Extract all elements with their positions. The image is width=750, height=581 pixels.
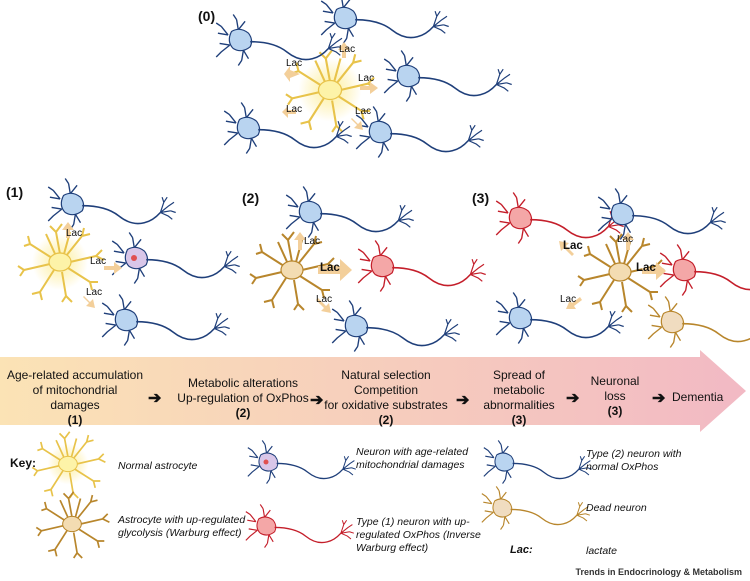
lac-label: Lac: [286, 58, 303, 69]
key-damaged-neuron-line-2: mitochondrial damages: [356, 459, 465, 471]
stage-3-line-3: for oxidative substrates: [324, 398, 448, 412]
stage-1-number: (1): [67, 413, 83, 427]
key-lactate-label: lactate: [586, 545, 617, 557]
panel-3-neuron-top: [597, 187, 727, 241]
lac-label: Lac: [316, 294, 333, 305]
stage-4-line-1: Spread of: [492, 368, 546, 382]
lac-label-bold: Lac: [320, 262, 340, 274]
stage-4: Spread of metabolic abnormalities (3): [474, 368, 564, 428]
key-type2-neuron-line-2: normal OxPhos: [586, 461, 659, 473]
journal-credit: Trends in Endocrinology & Metabolism: [575, 567, 742, 577]
panel-1-neuron-bottom: [101, 293, 231, 347]
panel-0-neuron-bottom-right: [355, 105, 485, 159]
arrow-icon: ➔: [456, 392, 470, 409]
key-normal-astrocyte-label: Normal astrocyte: [118, 460, 198, 472]
arrow-icon: ➔: [566, 390, 580, 407]
panel-0-neuron-right: [383, 49, 513, 103]
panel-2-neuron-bottom: [331, 299, 461, 353]
arrow-icon: ➔: [652, 390, 666, 407]
key-warburg-astrocyte-label: Astrocyte with up-regulated glycolysis (…: [118, 514, 245, 540]
stage-3-line-2: Competition: [353, 383, 419, 397]
stage-4-number: (3): [511, 413, 527, 427]
stage-6-line-1: Dementia: [672, 390, 724, 404]
panel-3-dead-neuron: [647, 295, 750, 349]
lac-label: Lac: [304, 236, 321, 247]
key-warburg-astrocyte-line-1: Astrocyte with up-regulated: [118, 514, 246, 526]
lac-label: Lac: [355, 106, 372, 117]
panel-0-lac-arrows: [282, 42, 378, 130]
key-type1-neuron-line-1: Type (1) neuron with up-: [356, 516, 470, 528]
stage-4-line-2: metabolic: [493, 383, 545, 397]
stage-2-line-1: Metabolic alterations: [187, 376, 299, 390]
stage-5-line-1: Neuronal: [590, 374, 640, 388]
arrow-icon: ➔: [148, 390, 162, 407]
key-warburg-astrocyte-icon: [35, 490, 111, 559]
lac-label: Lac: [560, 294, 577, 305]
key-type2-neuron-icon: [483, 439, 593, 485]
lac-label: Lac: [286, 104, 303, 115]
stage-1-line-3: damages: [50, 398, 100, 412]
panel-1-lac-arrows: [62, 222, 122, 308]
progression-arrow-band: [0, 350, 746, 432]
stage-2-number: (2): [235, 406, 251, 420]
stage-3-number: (2): [378, 413, 394, 427]
panel-label-1: (1): [6, 184, 24, 200]
stage-2-line-2: Up-regulation of OxPhos: [177, 391, 309, 405]
stage-5: Neuronal loss (3): [584, 374, 646, 419]
panel-1-astrocyte: [17, 223, 105, 303]
stage-5-number: (3): [607, 404, 623, 418]
stage-3-line-1: Natural selection: [341, 368, 431, 382]
panel-label-0: (0): [198, 8, 216, 24]
panel-3-lac-arrows: [559, 232, 666, 309]
stage-4-line-3: abnormalities: [483, 398, 555, 412]
lac-label: Lac: [339, 44, 356, 55]
key-title: Key:: [10, 456, 37, 470]
key-type2-neuron-line-1: Type (2) neuron with: [586, 448, 682, 460]
panel-0-neuron-top-right: [320, 0, 450, 45]
arrow-icon: ➔: [310, 392, 324, 409]
key-type2-neuron-label: Type (2) neuron with normal OxPhos: [586, 448, 682, 474]
panel-1-damage-dot: [131, 255, 137, 261]
panel-label-2: (2): [242, 190, 260, 206]
lac-label: Lac: [66, 228, 83, 239]
stage-3: Natural selection Competition for oxidat…: [322, 368, 450, 428]
key-dead-neuron-icon: [481, 485, 591, 531]
panel-2-neuron-top: [285, 185, 415, 239]
stage-1-line-1: Age-related accumulation: [6, 368, 144, 382]
panel-3-type1-neuron-right: [659, 243, 750, 297]
panel-label-3: (3): [472, 190, 490, 206]
panel-2-type1-neuron: [357, 239, 487, 293]
lac-label: Lac: [86, 287, 103, 298]
key-type1-neuron-icon: [245, 503, 355, 549]
key-type1-neuron-line-2: regulated OxPhos (Inverse: [356, 529, 481, 541]
key-warburg-astrocyte-line-2: glycolysis (Warburg effect): [118, 527, 242, 539]
lac-label: Lac: [90, 256, 107, 267]
key-damaged-neuron-line-1: Neuron with age-related: [356, 446, 469, 458]
lac-label-bold: Lac: [636, 262, 656, 274]
panel-2-lac-arrows: [294, 232, 352, 313]
stage-2: Metabolic alterations Up-regulation of O…: [166, 376, 320, 421]
panel-0-astrocyte: [284, 49, 378, 134]
lac-label: Lac: [358, 73, 375, 84]
key-normal-astrocyte-icon: [31, 430, 107, 499]
stage-6: Dementia: [672, 390, 736, 405]
lac-label-bold: Lac: [563, 240, 583, 252]
stage-1-line-2: of mitochondrial: [32, 383, 118, 397]
key-dead-neuron-label: Dead neuron: [586, 502, 647, 514]
stage-5-line-2: loss: [604, 389, 626, 403]
panel-1-neuron-top: [47, 177, 177, 231]
stage-1: Age-related accumulation of mitochondria…: [0, 368, 150, 428]
key-type1-neuron-line-3: Warburg effect): [356, 542, 429, 554]
key-damaged-neuron-label: Neuron with age-related mitochondrial da…: [356, 446, 468, 472]
lac-label: Lac: [617, 234, 634, 245]
key-damage-dot: [263, 459, 269, 465]
key-lac-abbrev: Lac:: [510, 544, 533, 556]
key-type1-neuron-label: Type (1) neuron with up- regulated OxPho…: [356, 516, 481, 555]
